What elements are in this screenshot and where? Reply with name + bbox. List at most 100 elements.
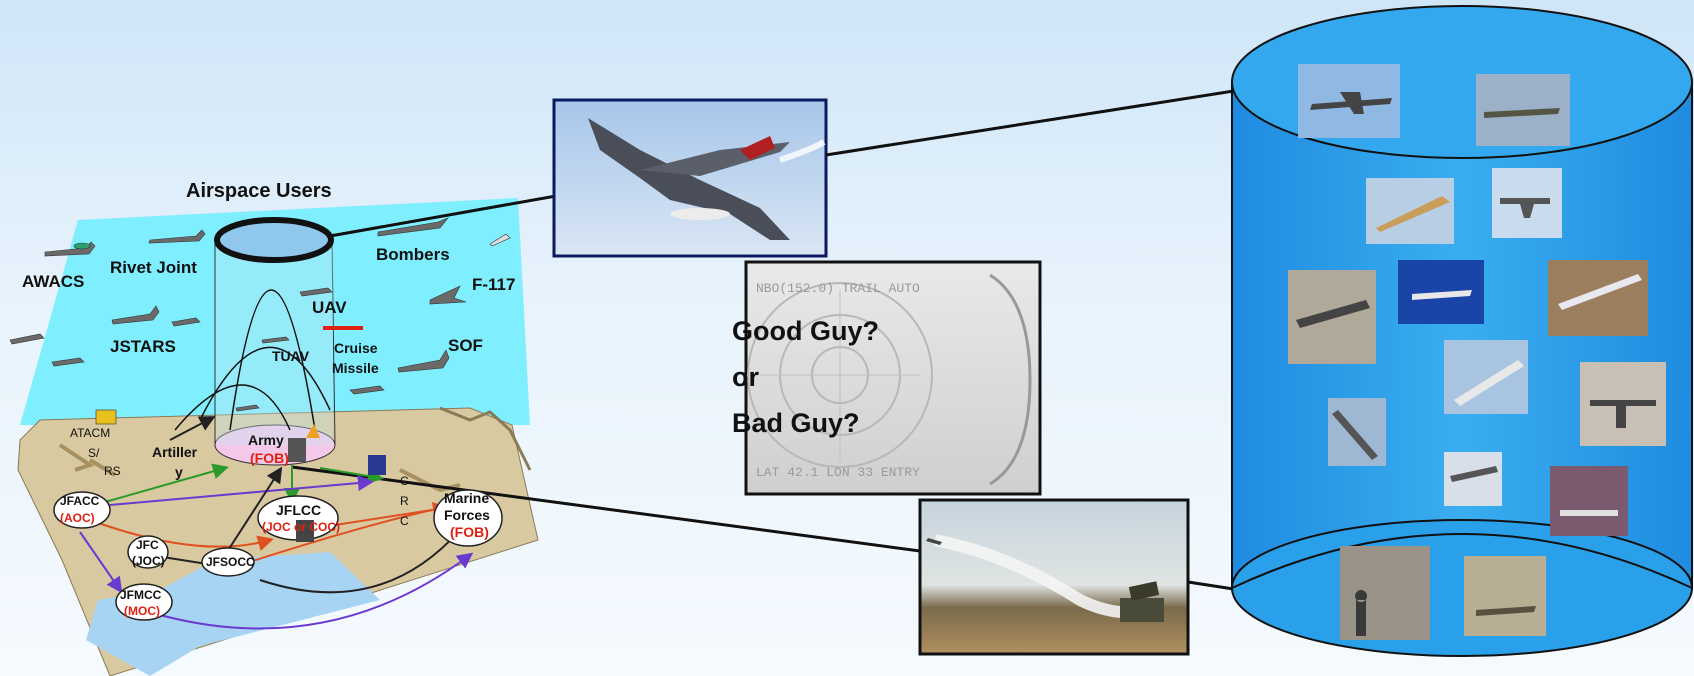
cruise-missile-icon <box>323 326 363 330</box>
small-jet-icon-1 <box>171 317 201 327</box>
launcher-vehicle-icon <box>1120 598 1164 622</box>
uav-9-icon <box>1590 400 1656 428</box>
label-marine-fob: (FOB) <box>450 524 489 540</box>
black-link-1 <box>224 466 283 556</box>
uav-photo-13 <box>1340 546 1430 640</box>
label-crc-c: C <box>400 474 409 488</box>
missile-launch-photo <box>918 498 1190 656</box>
label-f117: F-117 <box>472 275 516 294</box>
water-area <box>86 552 380 676</box>
fighter-icon-5 <box>489 233 511 247</box>
fighter-jet-photo <box>552 98 828 258</box>
uav-photo-3 <box>1366 178 1454 244</box>
green-link-1 <box>104 463 229 503</box>
jet-tail-icon <box>740 136 775 160</box>
uav-5-icon <box>1296 300 1370 328</box>
jflcc-equipment-icon <box>296 520 314 542</box>
uav-photo-gallery <box>1288 64 1666 640</box>
label-jfmcc-sub: (MOC) <box>124 604 160 618</box>
jet-contrail-icon <box>779 139 826 163</box>
purple-link-3 <box>159 552 474 630</box>
uav-predator-icon <box>1310 92 1392 114</box>
uav-photo-12 <box>1550 466 1628 536</box>
label-atacms-1: ATACM <box>70 426 111 440</box>
missile-icon <box>926 538 942 545</box>
radar-bezel <box>989 273 1032 486</box>
soldier-icon <box>1355 590 1368 636</box>
label-jflcc: JFLCC <box>276 502 322 518</box>
small-jet-icon-3 <box>51 357 85 367</box>
jstars-plane-icon <box>111 305 160 325</box>
awacs-radome-icon <box>73 242 91 250</box>
link-line-cylinder-top <box>825 88 1241 157</box>
bomber-plane-icon <box>377 217 449 237</box>
label-jfmcc: JFMCC <box>120 588 162 602</box>
small-jet-icon-4 <box>235 404 260 412</box>
question-line-2: or <box>732 362 759 392</box>
link-line-jet <box>329 194 557 238</box>
small-jet-icon-2 <box>9 333 45 345</box>
label-jstars: JSTARS <box>110 337 176 356</box>
purple-link-1 <box>109 475 374 506</box>
uav-10-icon <box>1332 410 1378 460</box>
purple-link-2 <box>79 531 123 594</box>
label-artillery-1: Artiller <box>152 444 198 460</box>
marine-node <box>433 489 503 547</box>
uav-photo-7 <box>1548 260 1648 336</box>
identification-question: Good Guy? or Bad Guy? <box>732 308 879 446</box>
label-army: Army <box>248 432 284 448</box>
radar-top-readout: NBO(152.0) TRAIL AUTO <box>756 281 920 296</box>
missile-smoke-trail <box>933 534 1141 619</box>
uav-photo-14 <box>1464 556 1546 636</box>
label-marine-2: Forces <box>444 507 490 523</box>
cylinder-bottom <box>1231 519 1693 657</box>
jfsocc-node <box>201 547 255 577</box>
mini-cylinder-right-edge <box>331 239 336 446</box>
uav-6-icon <box>1412 290 1472 300</box>
jfc-node <box>127 535 169 569</box>
uav-photo-8 <box>1444 340 1528 414</box>
crc-radar-icon <box>368 455 386 475</box>
label-jflcc-sub: (JOC or COC) <box>262 520 340 534</box>
question-line-3: Bad Guy? <box>732 408 860 438</box>
uav-2-icon <box>1484 108 1560 118</box>
atacms-launcher-icon <box>95 409 117 425</box>
uav-3-icon <box>1376 196 1450 232</box>
label-crc-r: R <box>400 494 409 508</box>
trajectory-arc-3 <box>174 384 291 431</box>
label-rivet-joint: Rivet Joint <box>110 258 197 277</box>
label-jfc-sub: (JOC) <box>132 554 165 568</box>
label-jfsocc: JFSOCC <box>206 555 255 569</box>
airspace-users-title: Airspace Users <box>186 180 332 202</box>
tuav-plane-icon <box>261 336 290 344</box>
uav-14-icon <box>1476 606 1536 616</box>
uav-11-icon <box>1450 466 1498 482</box>
jfmcc-node <box>115 583 173 621</box>
uav-4-icon <box>1500 198 1550 218</box>
rivet-joint-plane-icon <box>148 229 206 244</box>
jfacc-node <box>53 491 111 529</box>
black-link-3 <box>259 527 463 594</box>
question-line-1: Good Guy? <box>732 316 879 346</box>
mini-cylinder-body <box>216 240 333 445</box>
label-artillery-2: y <box>175 464 183 480</box>
label-uav: UAV <box>312 298 347 317</box>
link-line-missile <box>291 465 921 553</box>
cylinder-bottom-back-edge <box>1231 533 1693 589</box>
army-fob-flag-icon <box>306 424 320 438</box>
label-crc-c2: C <box>400 514 409 528</box>
red-link-1 <box>89 519 274 551</box>
uav-7-icon <box>1558 274 1642 310</box>
mountain-ridge <box>439 406 532 471</box>
label-jfacc-aoc: (AOC) <box>60 511 95 525</box>
trajectory-arc-2 <box>199 346 331 421</box>
sof-plane-icon <box>397 349 450 373</box>
helicopter-icon <box>349 385 385 395</box>
label-atacms-2: S/ <box>88 446 100 460</box>
f117-plane-icon <box>429 285 467 305</box>
label-jfc: JFC <box>136 538 159 552</box>
label-marine-1: Marine <box>444 490 490 506</box>
label-cruise: Cruise <box>334 340 378 356</box>
